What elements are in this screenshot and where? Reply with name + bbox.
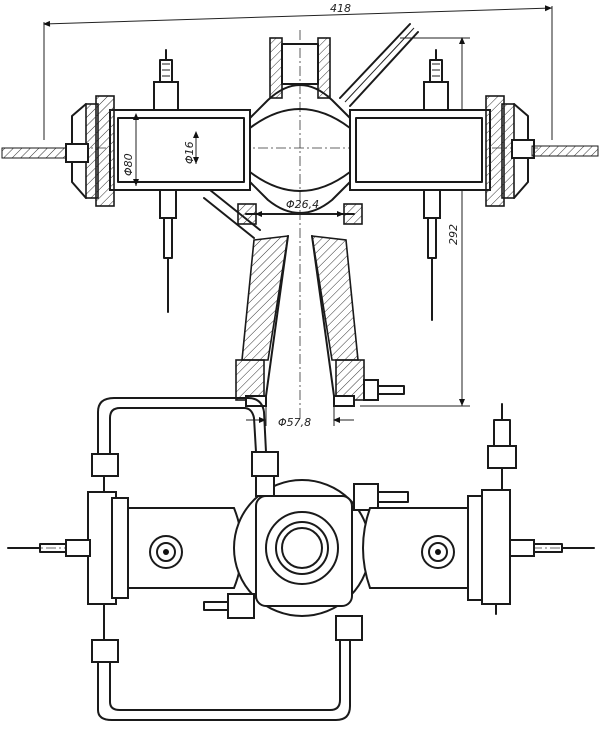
dim-label-292: 292 — [447, 224, 460, 245]
dim-nozzle-exit: Φ57,8 — [246, 404, 354, 429]
dim-overall-width: 418 — [43, 2, 553, 140]
section-view: 418 292 — [1, 2, 599, 429]
dim-chamber-diameter: Φ80 — [122, 113, 139, 186]
central-body-plan — [203, 451, 409, 641]
dim-label-phi80: Φ80 — [122, 153, 135, 176]
plan-view — [7, 397, 595, 721]
dim-label-phi57: Φ57,8 — [278, 416, 311, 429]
right-cylinder-plan — [362, 507, 471, 589]
dim-throat-diameter: Φ16 — [183, 131, 199, 164]
right-flange-plan — [467, 403, 595, 615]
nozzle-top-flange: Φ26,4 — [237, 198, 363, 225]
central-body — [203, 23, 419, 239]
dim-label-418: 418 — [330, 2, 351, 15]
dim-label-phi16: Φ16 — [183, 141, 196, 164]
dim-label-phi26: Φ26,4 — [286, 198, 319, 211]
right-lead-wire — [511, 139, 599, 159]
left-chamber — [71, 49, 251, 313]
dim-height: 292 — [360, 37, 470, 407]
divergent-nozzle — [235, 235, 405, 407]
right-chamber — [349, 49, 529, 321]
left-cylinder-plan — [127, 507, 243, 589]
left-lead-wire — [1, 143, 89, 163]
left-flange-plan — [7, 453, 129, 663]
